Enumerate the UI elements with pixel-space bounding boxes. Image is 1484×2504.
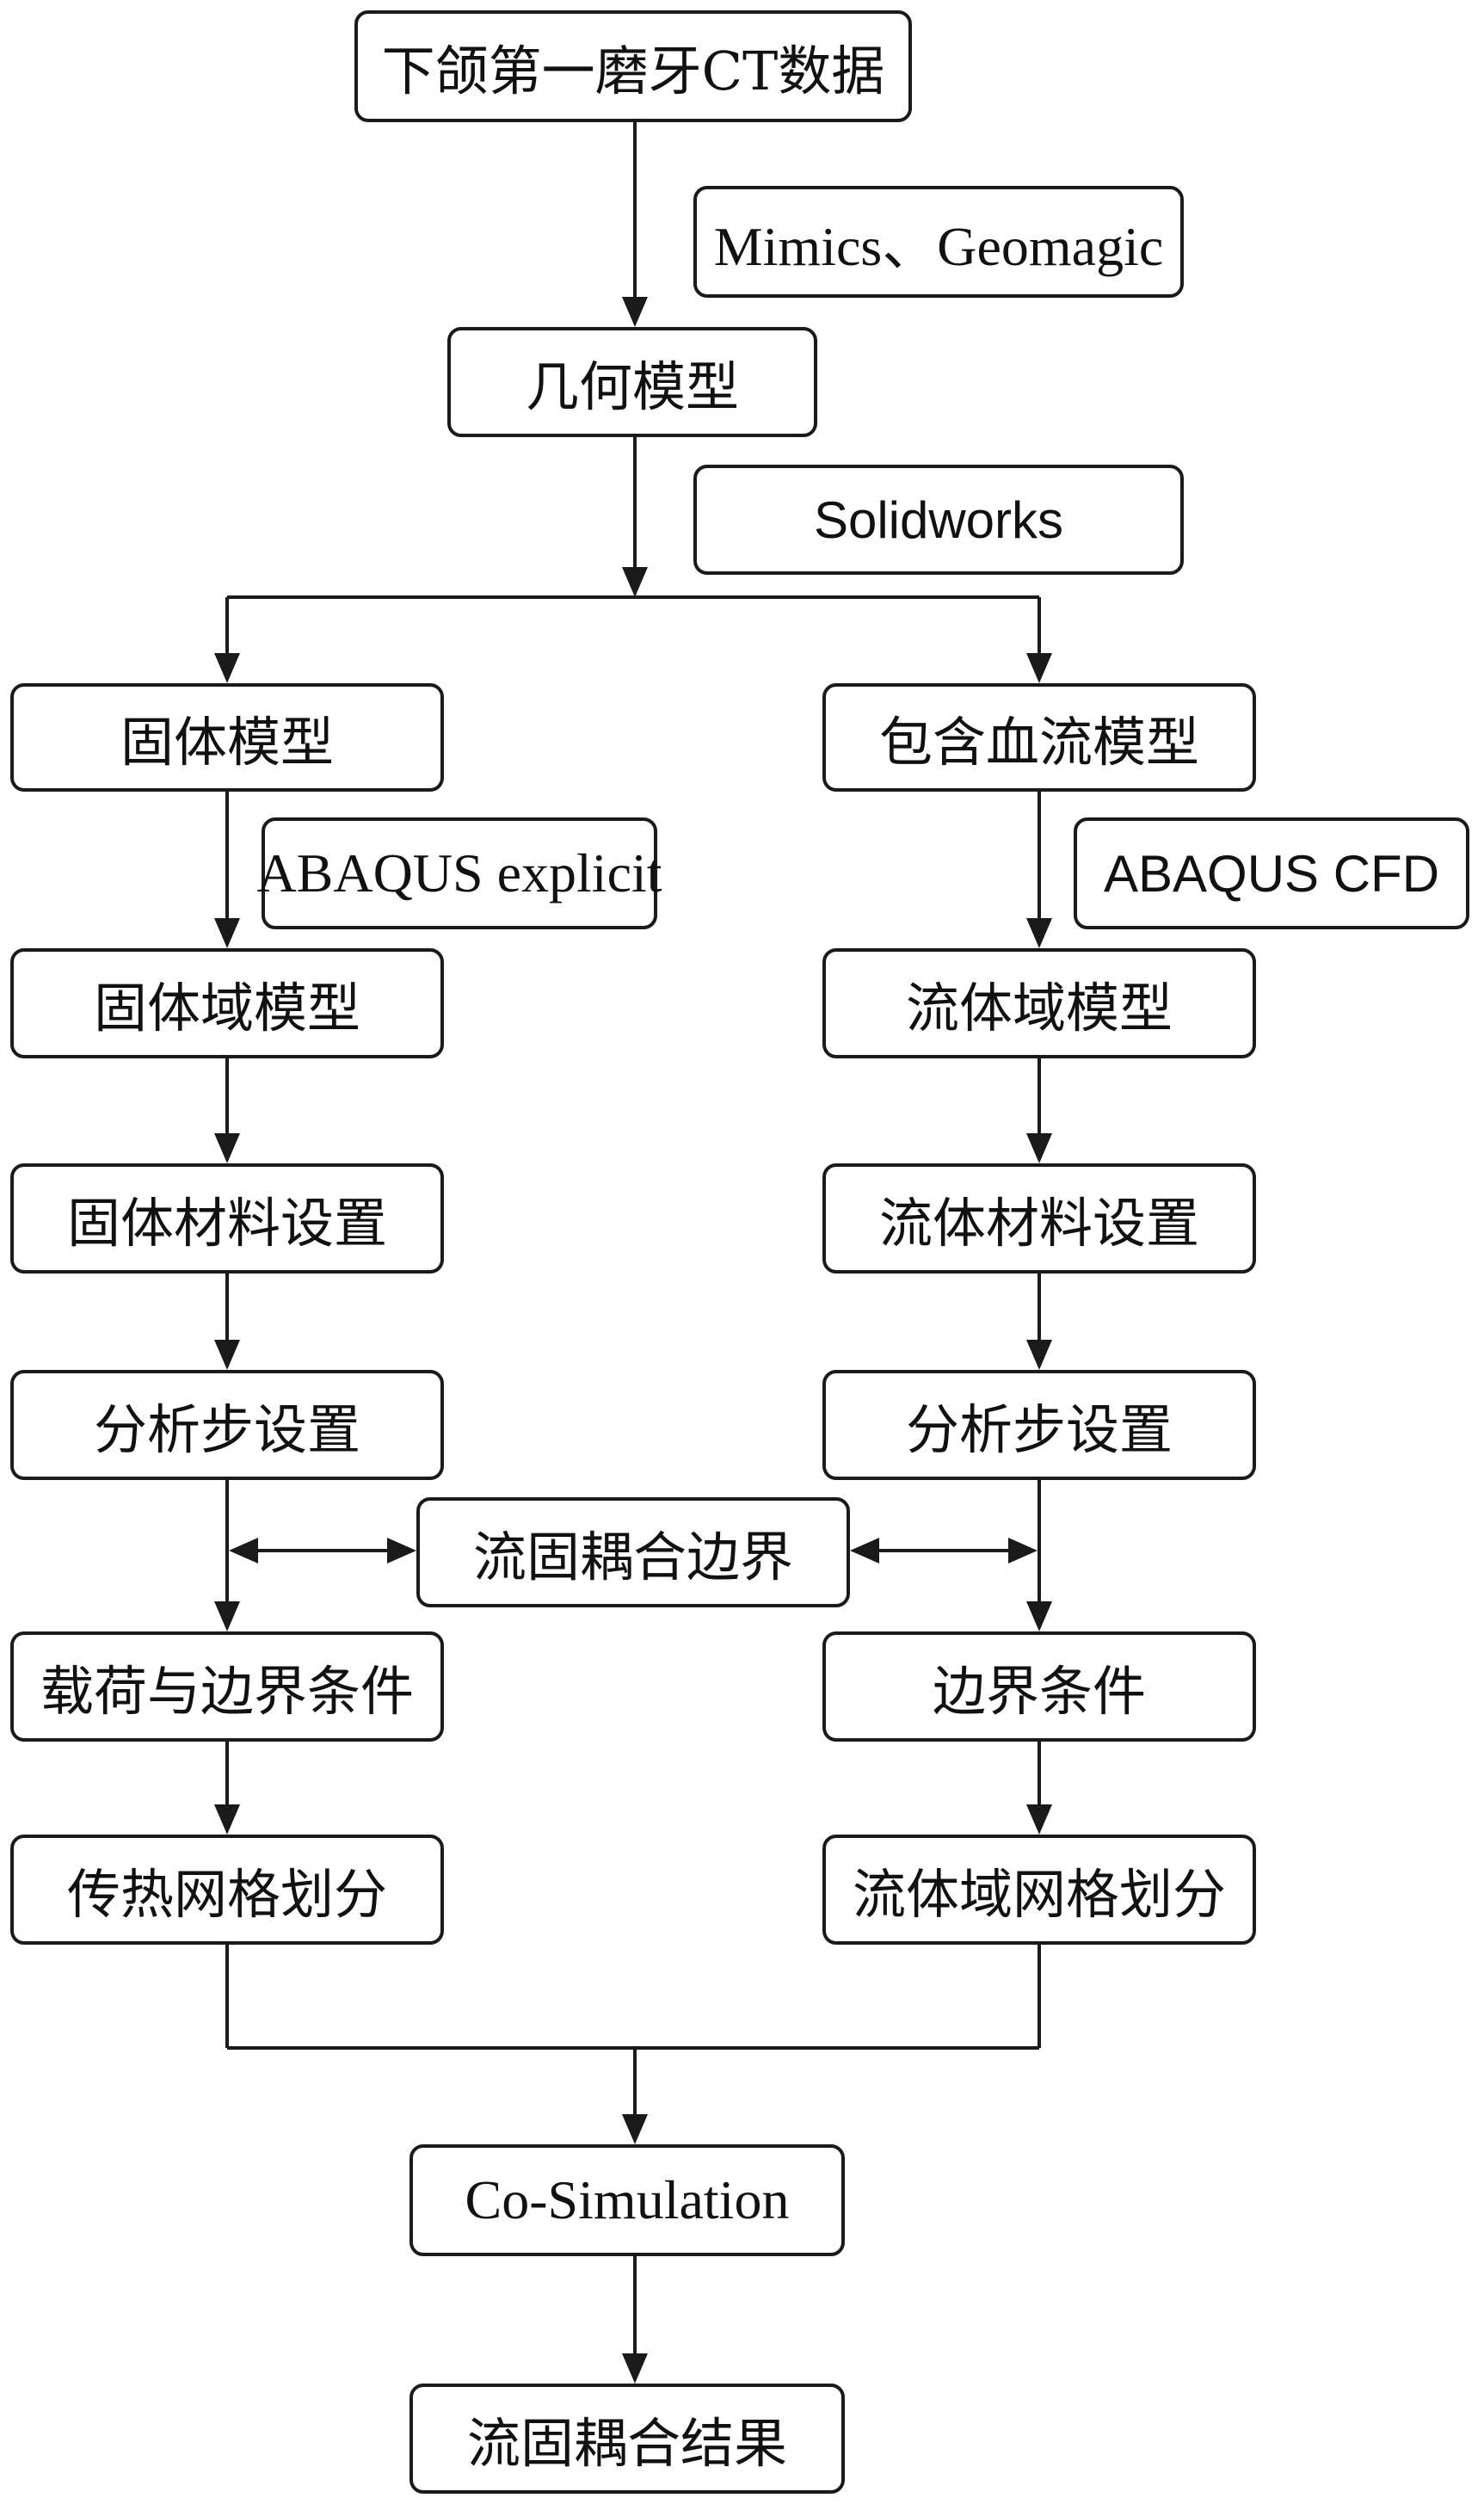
node-geometry-model: 几何模型 [447,327,817,437]
tool-abaqus-cfd-label: ABAQUS CFD [1103,844,1440,903]
node-fluid-step: 分析步设置 [822,1370,1256,1480]
node-solid-domain-model-label: 固体域模型 [93,977,360,1039]
arrowhead-cosim [622,2114,648,2144]
node-fluid-domain-model: 流体域模型 [822,948,1256,1058]
node-fluid-bc: 边界条件 [822,1631,1256,1742]
node-fsi-boundary: 流固耦合边界 [416,1497,850,1607]
node-ct-data: 下颌第一磨牙CT数据 [354,10,912,122]
node-cosimulation: Co-Simulation [409,2144,845,2256]
node-solid-material: 固体材料设置 [10,1163,444,1274]
node-fluid-material-label: 流体材料设置 [878,1192,1199,1255]
arrowhead-split [622,567,648,597]
node-fsi-boundary-label: 流固耦合边界 [472,1526,793,1588]
node-solid-load-bc: 载荷与边界条件 [10,1631,444,1742]
tool-solidworks: Solidworks [693,465,1184,575]
node-solid-step-label: 分析步设置 [93,1398,360,1461]
node-ct-data-label: 下颌第一磨牙CT数据 [381,40,885,102]
node-fluid-mesh-label: 流体域网格划分 [852,1863,1226,1926]
arrowhead-solid-model [214,653,240,683]
arrowhead-solid-material [214,1133,240,1163]
arrowhead-geometry [622,297,648,327]
arrowhead-fluid-model [1026,653,1052,683]
arrowhead-fluid-bc [1026,1601,1052,1631]
tool-abaqus-cfd: ABAQUS CFD [1074,817,1469,929]
node-solid-model-label: 固体模型 [120,711,334,774]
node-fluid-material: 流体材料设置 [822,1163,1256,1274]
arrowhead-fluid-domain [1026,918,1052,948]
node-solid-model: 固体模型 [10,683,444,792]
node-fluid-step-label: 分析步设置 [905,1398,1173,1461]
node-fsi-result: 流固耦合结果 [409,2384,845,2494]
fsi-right-arrowhead-out [1008,1538,1038,1563]
tool-solidworks-label: Solidworks [813,490,1064,549]
node-solid-load-bc-label: 载荷与边界条件 [40,1660,414,1723]
node-fsi-result-label: 流固耦合结果 [466,2412,787,2475]
fsi-right-arrowhead-in [850,1538,879,1563]
node-geometry-model-label: 几何模型 [525,355,739,418]
node-solid-mesh-label: 传热网格划分 [66,1863,387,1926]
arrowhead-solid-step [214,1340,240,1370]
node-fluid-bc-label: 边界条件 [932,1660,1146,1723]
fsi-left-arrowhead-out [229,1538,258,1563]
tool-abaqus-explicit: ABAQUS explicit [256,817,662,929]
node-solid-mesh: 传热网格划分 [10,1835,444,1945]
tool-abaqus-explicit-label: ABAQUS explicit [256,842,662,904]
node-fluid-model-with-blood-label: 包含血流模型 [878,711,1199,774]
arrowhead-solid-load [214,1601,240,1631]
arrowhead-solid-mesh [214,1804,240,1835]
node-fluid-domain-model-label: 流体域模型 [905,977,1173,1039]
node-solid-domain-model: 固体域模型 [10,948,444,1058]
fsi-left-arrowhead-in [387,1538,416,1563]
node-cosimulation-label: Co-Simulation [465,2169,790,2230]
arrowhead-fluid-step [1026,1340,1052,1370]
node-fluid-model-with-blood: 包含血流模型 [822,683,1256,792]
tool-mimics-geomagic-label: Mimics、Geomagic [713,216,1164,277]
arrowhead-fluid-mesh [1026,1804,1052,1835]
tool-mimics-geomagic: Mimics、Geomagic [693,186,1184,298]
node-solid-step: 分析步设置 [10,1370,444,1480]
node-solid-material-label: 固体材料设置 [66,1192,387,1255]
arrowhead-fluid-material [1026,1133,1052,1163]
arrowhead-result [622,2353,648,2384]
arrowhead-solid-domain [214,918,240,948]
node-fluid-mesh: 流体域网格划分 [822,1835,1256,1945]
